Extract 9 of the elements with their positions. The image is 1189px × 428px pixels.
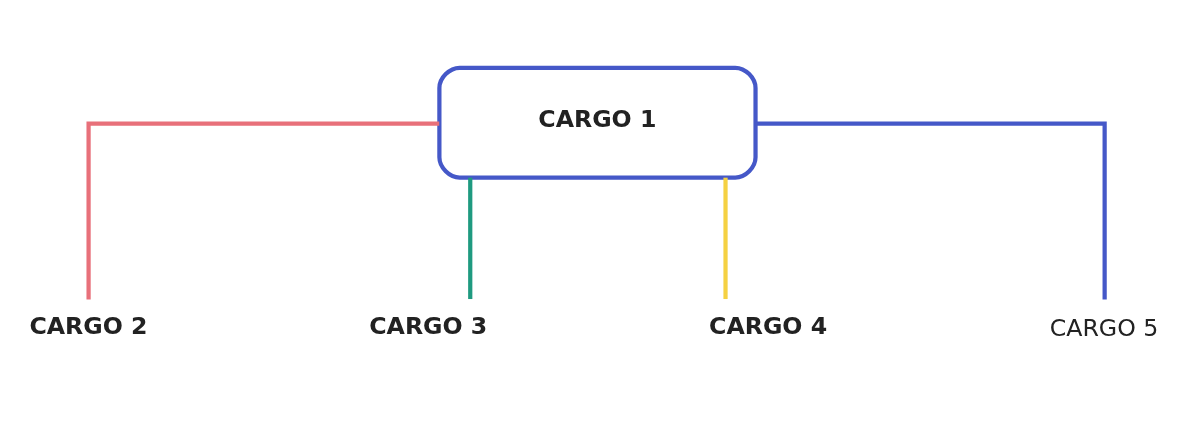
connector [468, 177, 473, 300]
connector [723, 177, 728, 300]
node-text: CARGO 5 [1049, 314, 1159, 343]
node-text: CARGO 4 [709, 312, 828, 341]
connector [755, 121, 1107, 300]
node-text: CARGO 2 [29, 312, 148, 341]
connector [86, 121, 440, 300]
node-text: CARGO 3 [369, 312, 488, 341]
node-box: CARGO 1 [437, 65, 758, 180]
